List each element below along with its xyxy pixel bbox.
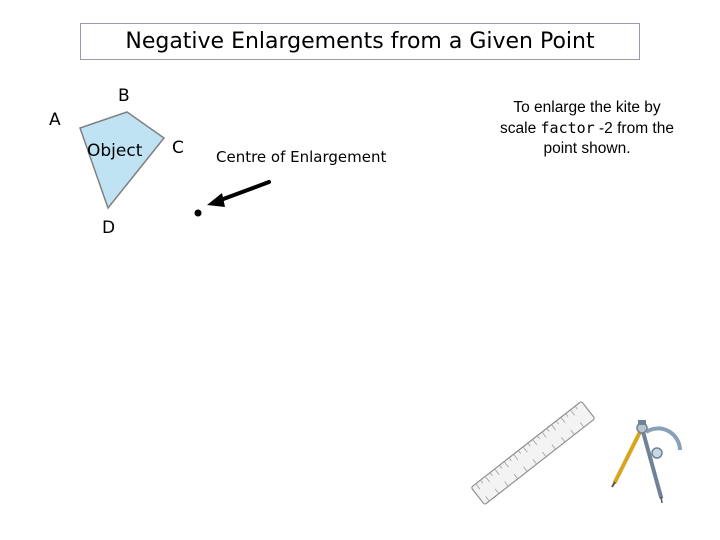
instruction-line-3: point shown. <box>543 140 631 157</box>
pointer-arrow <box>207 180 271 207</box>
instruction-text: To enlarge the kite by scale factor -2 f… <box>480 98 694 159</box>
vertex-label-c: C <box>172 138 184 158</box>
vertex-label-d: D <box>102 218 116 238</box>
instruction-line-2: scale factor -2 from the <box>480 118 694 139</box>
vertex-label-a: A <box>49 110 61 130</box>
page-title: Negative Enlargements from a Given Point <box>80 23 640 60</box>
centre-of-enlargement-label: Centre of Enlargement <box>216 148 387 166</box>
kite-shape[interactable] <box>79 111 166 210</box>
centre-point[interactable] <box>194 209 202 217</box>
instruction-line-2-end: -2 from the <box>594 120 674 137</box>
instruction-line-1: To enlarge the kite by <box>513 99 661 116</box>
compass-icon <box>611 420 682 504</box>
instruction-line-2-start: scale <box>500 120 541 137</box>
object-label: Object <box>87 141 143 161</box>
instruction-line-2-mono: factor <box>540 119 595 137</box>
ruler-icon <box>471 401 595 505</box>
vertex-label-b: B <box>118 86 130 106</box>
page-title-text: Negative Enlargements from a Given Point <box>125 29 595 54</box>
